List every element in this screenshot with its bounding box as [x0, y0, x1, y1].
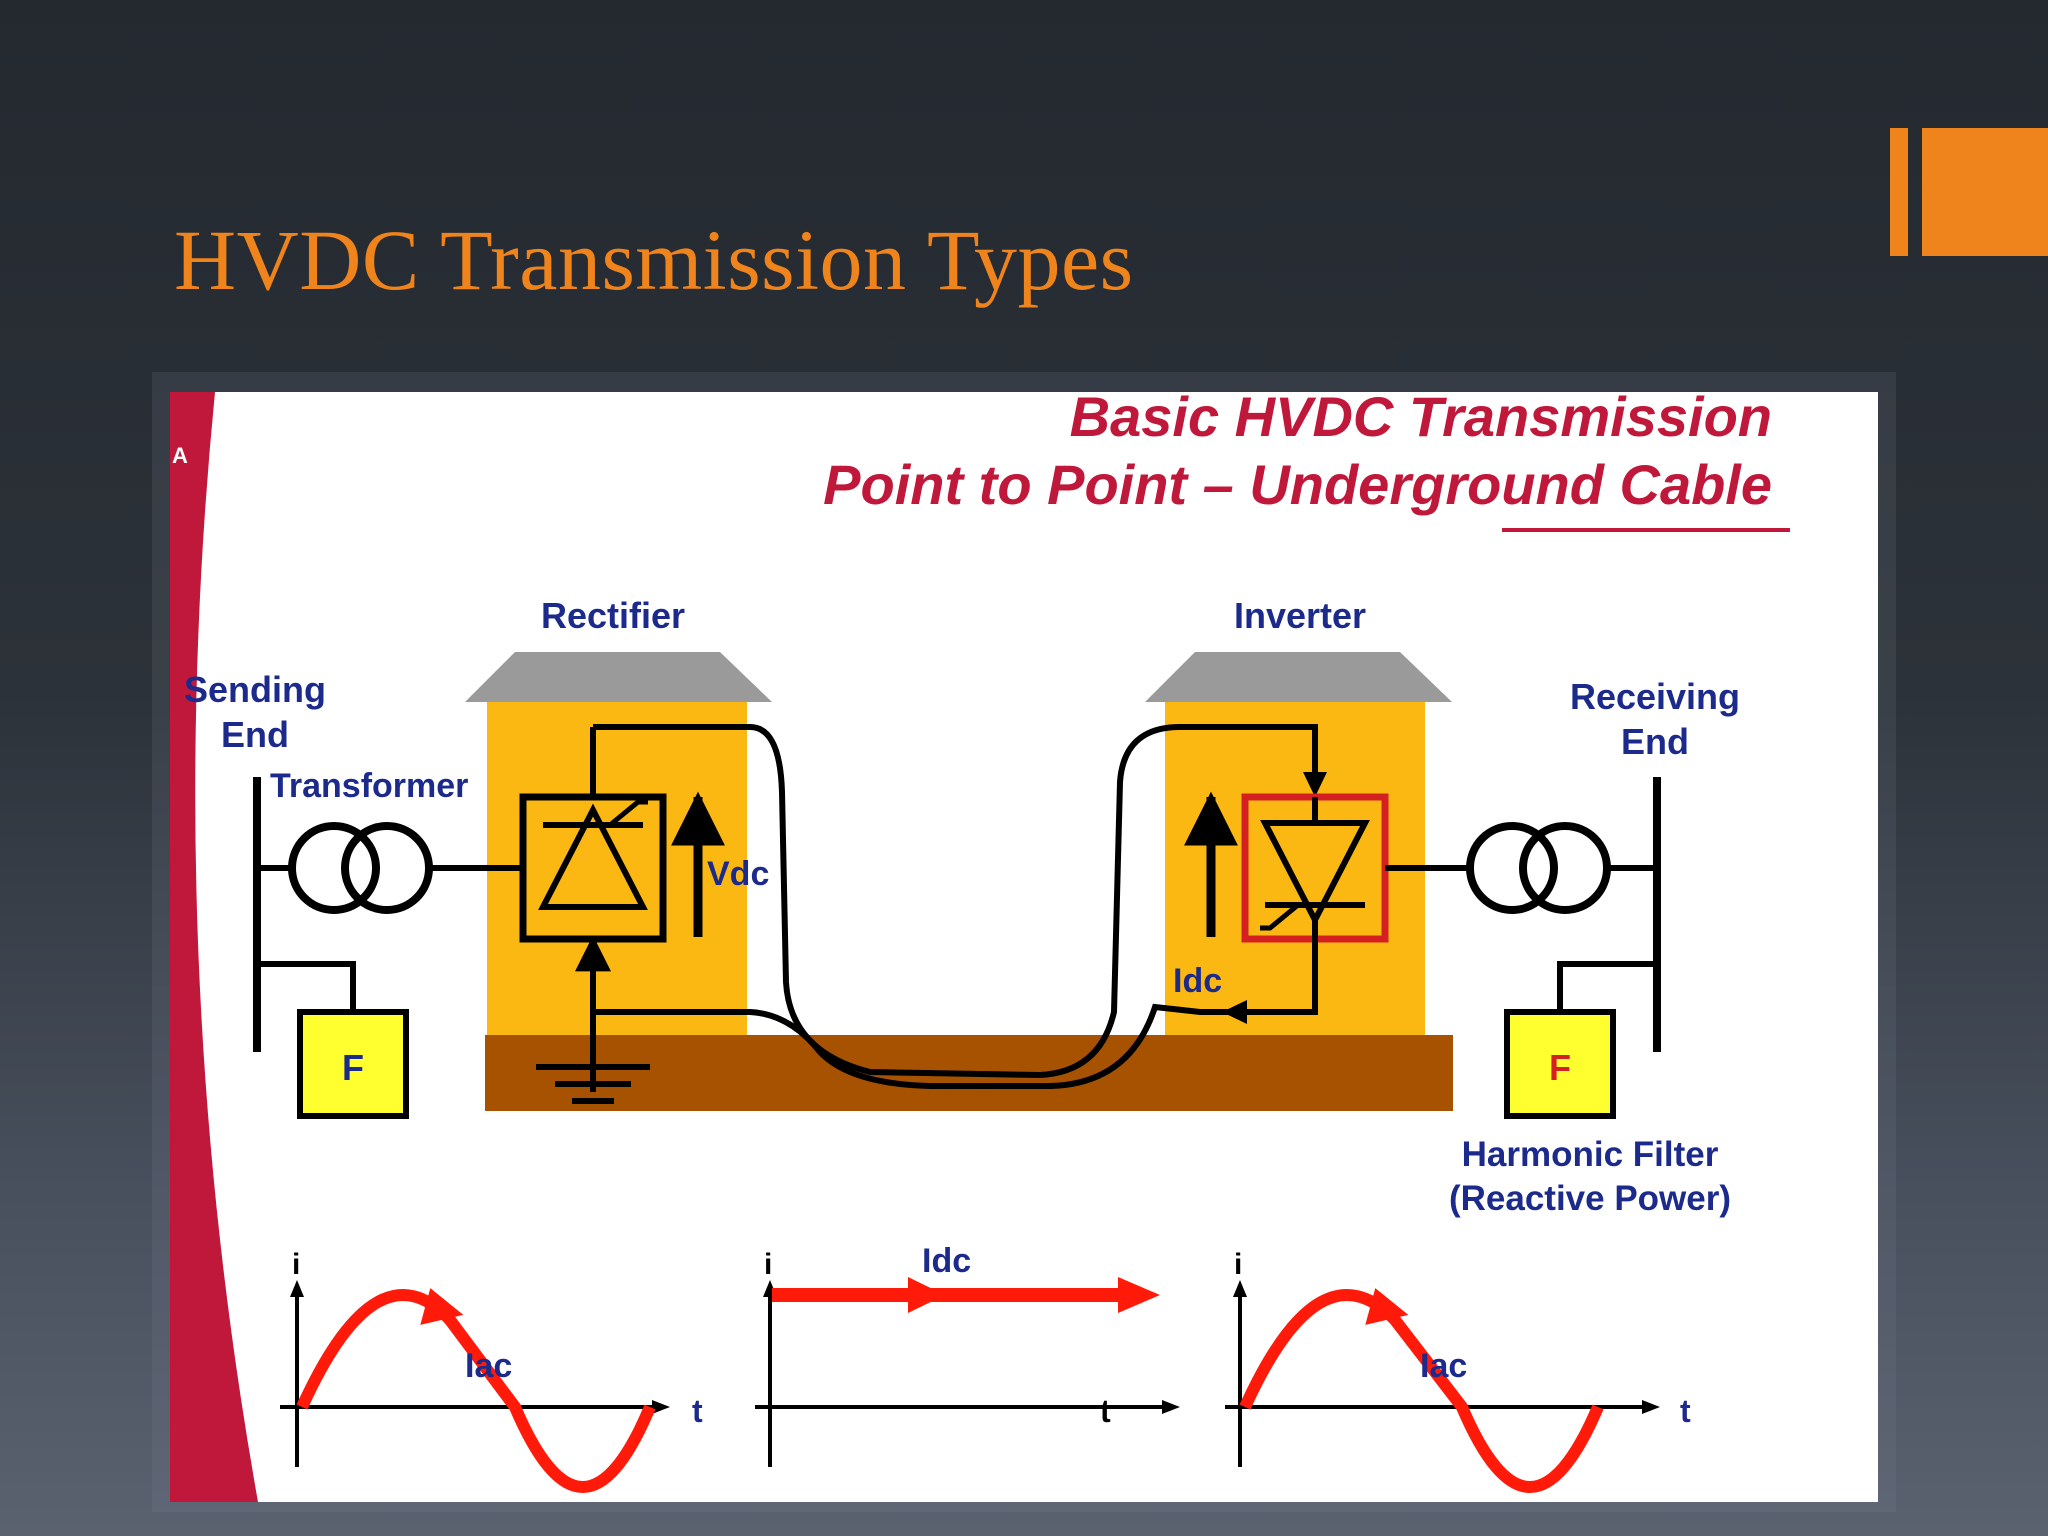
- rectifier-label: Rectifier: [541, 595, 685, 636]
- rectifier-building: [487, 702, 747, 1035]
- receiving-end-label-2: End: [1621, 721, 1689, 762]
- vdc-label: Vdc: [707, 855, 769, 893]
- harmonic-filter-label-2: (Reactive Power): [1449, 1179, 1731, 1218]
- diagram-title-line1: Basic HVDC Transmission: [1070, 392, 1772, 448]
- graph3-y-label: i: [1234, 1248, 1242, 1281]
- graph1-x-label: t: [692, 1393, 703, 1429]
- dc-cable-positive: [593, 724, 1318, 1079]
- graph-sending-ac: i t Iac: [280, 1248, 703, 1493]
- corner-mark: A: [172, 443, 188, 468]
- rectifier-thyristor-icon: [538, 803, 648, 910]
- sending-end-label-1: Sending: [184, 669, 326, 710]
- right-filter-box: [1504, 1009, 1616, 1119]
- diagram-title-line2: Point to Point – Underground Cable: [823, 453, 1772, 516]
- sending-transformer-icon: [288, 822, 380, 914]
- graph3-curve-label: Iac: [1420, 1347, 1467, 1385]
- inverter-label: Inverter: [1234, 595, 1366, 636]
- receiving-end-label-1: Receiving: [1570, 676, 1740, 717]
- dc-cable-return: [593, 947, 1318, 1089]
- rectifier-roof: [465, 652, 772, 702]
- graph2-x-label: t: [1100, 1393, 1111, 1429]
- accent-bar: [1890, 128, 1908, 256]
- slide-title: HVDC Transmission Types: [174, 212, 1134, 308]
- graph1-curve-label: Iac: [465, 1347, 512, 1385]
- receiving-transformer-icon: [1466, 822, 1558, 914]
- inverter-roof: [1145, 652, 1452, 702]
- sending-end-label-2: End: [221, 714, 289, 755]
- graph1-y-label: i: [292, 1248, 300, 1281]
- graph2-curve-label: Idc: [922, 1242, 971, 1280]
- idc-label: Idc: [1173, 962, 1222, 1000]
- hvdc-diagram: A Basic HVDC Transmission Point to Point…: [170, 392, 1878, 1502]
- graph2-y-label: i: [764, 1248, 772, 1281]
- diagram-background: [170, 392, 1878, 1502]
- accent-block: [1922, 128, 2048, 256]
- graph-receiving-ac: i t Iac: [1225, 1248, 1691, 1493]
- left-filter-label: F: [342, 1047, 364, 1088]
- transformer-label: Transformer: [270, 767, 468, 805]
- harmonic-filter-label-1: Harmonic Filter: [1462, 1135, 1719, 1174]
- right-filter-label: F: [1549, 1047, 1571, 1088]
- red-swoosh: [170, 392, 258, 1502]
- graph3-x-label: t: [1680, 1393, 1691, 1429]
- graph-dc: i t Idc: [755, 1242, 1180, 1467]
- left-filter-box: [297, 1009, 409, 1119]
